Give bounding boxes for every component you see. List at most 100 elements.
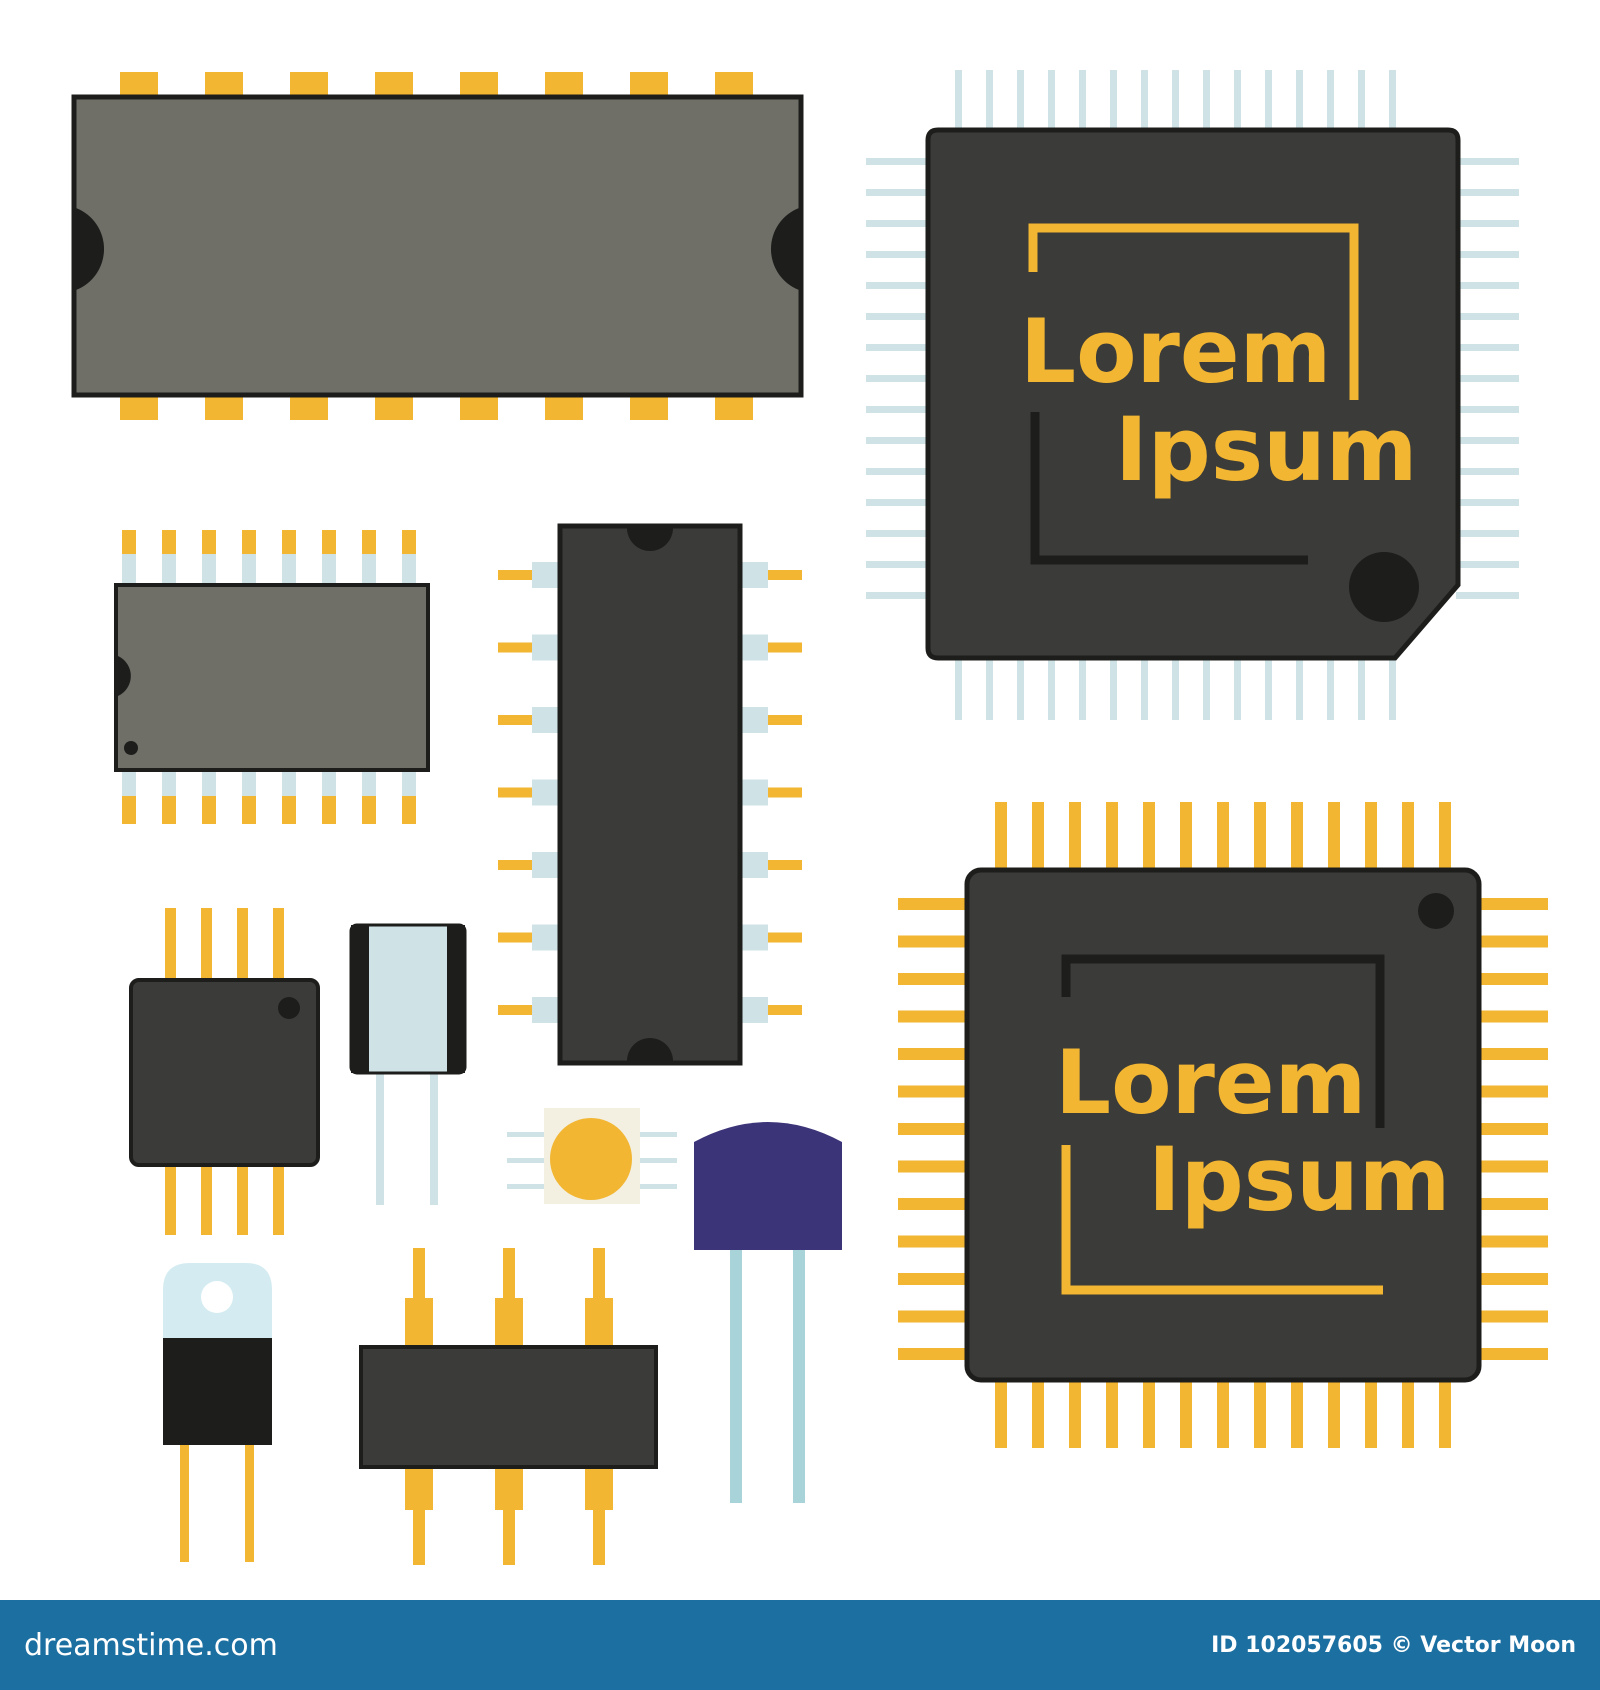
dip-tall-pin: [498, 1005, 532, 1015]
qfp-pin: [1234, 70, 1241, 132]
qfp-pin: [1456, 313, 1519, 320]
qfp-bottom-text-line2: Ipsum: [1148, 1128, 1450, 1231]
qfp-gold-pin: [898, 1310, 969, 1323]
dip-tall-pin: [498, 570, 532, 580]
three-pin-component: [359, 1248, 658, 1565]
qfp-pin: [1110, 70, 1117, 132]
qfp-pin: [986, 70, 993, 132]
soic-pin-base: [122, 768, 136, 796]
three-pin-pin-shoulder: [405, 1298, 433, 1348]
three-pin-pin: [413, 1465, 425, 1565]
soic-pin: [402, 796, 416, 824]
soic-pin-base: [242, 768, 256, 796]
dip-tall-pin: [498, 932, 532, 943]
dip-tall-pin-base: [532, 997, 560, 1023]
soic-pin: [202, 530, 216, 554]
qfp-bottom-pins: [898, 802, 1548, 1448]
qfp-gold-pin: [1032, 802, 1044, 872]
dip-large-notch-left: [76, 208, 105, 290]
dip-tall-pin: [768, 1005, 802, 1015]
soic-pin-base: [162, 554, 176, 586]
small-square-chip-body: [129, 978, 320, 1167]
qfp-pin: [1456, 251, 1519, 258]
qfp-pin: [1456, 592, 1519, 599]
dip-tall-pin-base: [740, 779, 768, 806]
qfp-gold-pin: [1217, 802, 1229, 872]
qfp-gold-pin: [1402, 1378, 1414, 1448]
dip-tall-pin-base: [740, 997, 768, 1023]
qfp-pin: [866, 220, 929, 227]
square-chip-pin: [273, 1163, 284, 1235]
qfp-chip-top: Lorem Ipsum: [866, 70, 1519, 720]
soic-pin-base: [242, 554, 256, 586]
small-square-chip-dot: [278, 997, 300, 1019]
dip-tall-pin: [768, 642, 802, 653]
qfp-gold-pin: [1477, 973, 1548, 985]
qfp-pin: [866, 437, 929, 444]
qfp-gold-pin: [1365, 1378, 1377, 1448]
qfp-gold-pin: [898, 1160, 969, 1173]
soic-pin-base: [202, 768, 216, 796]
dip-tall-pin-base: [532, 852, 560, 878]
qfp-gold-pin: [1143, 802, 1155, 872]
qfp-pin: [1234, 656, 1241, 720]
qfp-pin: [1456, 530, 1519, 537]
dip-tall-pin: [768, 932, 802, 943]
dip-tall-pin: [498, 715, 532, 725]
qfp-pin: [1456, 189, 1519, 196]
dip-tall-pin-base: [740, 562, 768, 588]
transistor-lead-right: [793, 1245, 805, 1503]
capacitor-band-right: [447, 925, 465, 1073]
square-chip-pin: [273, 908, 284, 982]
qfp-pin: [866, 530, 929, 537]
qfp-gold-pin: [898, 935, 969, 948]
qfp-chip-bottom: Lorem Ipsum: [898, 802, 1548, 1448]
qfp-pin: [1456, 282, 1519, 289]
square-chip-pin: [201, 1163, 212, 1235]
footer-credit: ID 102057605 © Vector Moon: [1211, 1632, 1576, 1658]
led-lens: [550, 1118, 632, 1200]
three-pin-pin-shoulder: [585, 1298, 613, 1348]
three-pin-component-body: [359, 1345, 658, 1469]
qfp-gold-pin: [995, 802, 1007, 872]
dip-tall-pin-base: [532, 562, 560, 588]
qfp-gold-pin: [1365, 802, 1377, 872]
qfp-gold-pin: [898, 898, 969, 910]
qfp-pin: [1048, 70, 1055, 132]
qfp-pin: [1203, 656, 1210, 720]
smd-led: [507, 1108, 677, 1204]
three-pin-pin-shoulder: [495, 1298, 523, 1348]
soic-pin: [122, 530, 136, 554]
dip-tall-pin-base: [740, 852, 768, 878]
qfp-gold-pin: [1477, 898, 1548, 910]
qfp-bottom-body: [964, 867, 1482, 1383]
qfp-gold-pin: [1477, 1310, 1548, 1323]
soic-pin: [402, 530, 416, 554]
qfp-pin: [1456, 499, 1519, 506]
qfp-bottom-bracket-gold: [1061, 1145, 1383, 1295]
qfp-gold-pin: [1106, 802, 1118, 872]
regulator-lead-left: [180, 1440, 189, 1562]
three-pin-pin: [503, 1465, 515, 1565]
qfp-pin: [1296, 656, 1303, 720]
soic-pin-base: [402, 768, 416, 796]
capacitor: [349, 923, 467, 1205]
qfp-pin: [1456, 437, 1519, 444]
qfp-gold-pin: [1254, 1378, 1266, 1448]
qfp-pin: [1110, 656, 1117, 720]
qfp-gold-pin: [1328, 802, 1340, 872]
qfp-gold-pin: [898, 1123, 969, 1135]
qfp-pin: [1456, 375, 1519, 382]
qfp-gold-pin: [1477, 935, 1548, 948]
qfp-gold-pin: [1477, 1085, 1548, 1098]
soic-pin-base: [322, 768, 336, 796]
qfp-pin: [1296, 70, 1303, 132]
qfp-pin: [1358, 70, 1365, 132]
dip-tall-pin-base: [740, 707, 768, 733]
qfp-pin: [866, 468, 929, 475]
footer-brand[interactable]: dreamstime.com: [24, 1627, 278, 1663]
qfp-pin: [1079, 70, 1086, 132]
qfp-gold-pin: [898, 1048, 969, 1060]
dip-tall-notch-top: [627, 528, 673, 551]
soic-pin-base: [322, 554, 336, 586]
